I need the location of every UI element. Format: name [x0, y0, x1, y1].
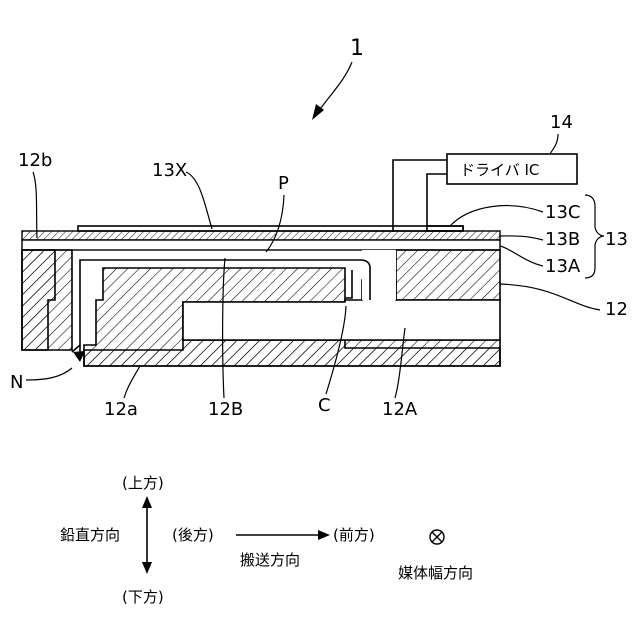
pressure-chamber-label: P	[278, 173, 289, 194]
assembly-pointer-line	[318, 62, 352, 112]
driver-wire-inner	[427, 174, 447, 226]
layer-13a	[22, 240, 500, 250]
legend-front-label: (前方)	[333, 526, 375, 544]
layer-13b	[22, 231, 500, 240]
nozzle-leader	[26, 368, 72, 380]
surface-bottom-leader	[124, 366, 140, 398]
driver-ref-label: 14	[550, 112, 573, 133]
layer-13a-label: 13A	[545, 256, 581, 277]
driver-wire-outer	[393, 160, 447, 232]
legend-down-label: (下方)	[122, 588, 164, 606]
legend-up-label: (上方)	[122, 474, 164, 492]
nozzle-label: N	[10, 372, 23, 393]
electrode-13x	[78, 226, 463, 231]
surface-bottom-label: 12a	[104, 399, 138, 420]
common-channel-bracket	[345, 270, 352, 298]
channel-member-leader	[500, 284, 600, 310]
legend-down-arrowhead	[142, 562, 152, 574]
piezo-group-label: 13	[605, 229, 628, 250]
surface-top-leader	[33, 172, 37, 238]
electrode-13x-label: 13X	[152, 160, 187, 181]
channel-member-right-block	[396, 250, 500, 300]
layer-13b-label: 13B	[545, 229, 580, 250]
legend-width-label: 媒体幅方向	[398, 564, 473, 582]
legend-front-arrowhead	[318, 530, 330, 540]
legend-transport-label: 搬送方向	[240, 551, 300, 569]
electrode-13c-pad	[427, 226, 463, 231]
layer-13a-leader	[500, 246, 543, 266]
layer-13b-leader	[500, 236, 543, 240]
wall-label: 12B	[208, 399, 243, 420]
legend-vertical-label: 鉛直方向	[60, 526, 120, 544]
piezo-group-brace	[585, 195, 604, 278]
common-channel-label: C	[318, 395, 331, 416]
chamber-space-label: 12A	[382, 399, 418, 420]
driver-ic-label: ドライバ IC	[460, 161, 539, 179]
surface-top-label: 12b	[18, 150, 52, 171]
chamber-right-gap	[362, 250, 396, 300]
assembly-number-label: 1	[350, 36, 364, 61]
legend-back-label: (後方)	[172, 526, 214, 544]
layer-13c-label: 13C	[545, 202, 580, 223]
channel-member-label: 12	[605, 299, 628, 320]
layer-13c-leader	[450, 206, 543, 226]
legend-up-arrowhead	[142, 496, 152, 508]
driver-ref-leader	[550, 134, 558, 154]
electrode-13x-leader	[186, 172, 212, 229]
